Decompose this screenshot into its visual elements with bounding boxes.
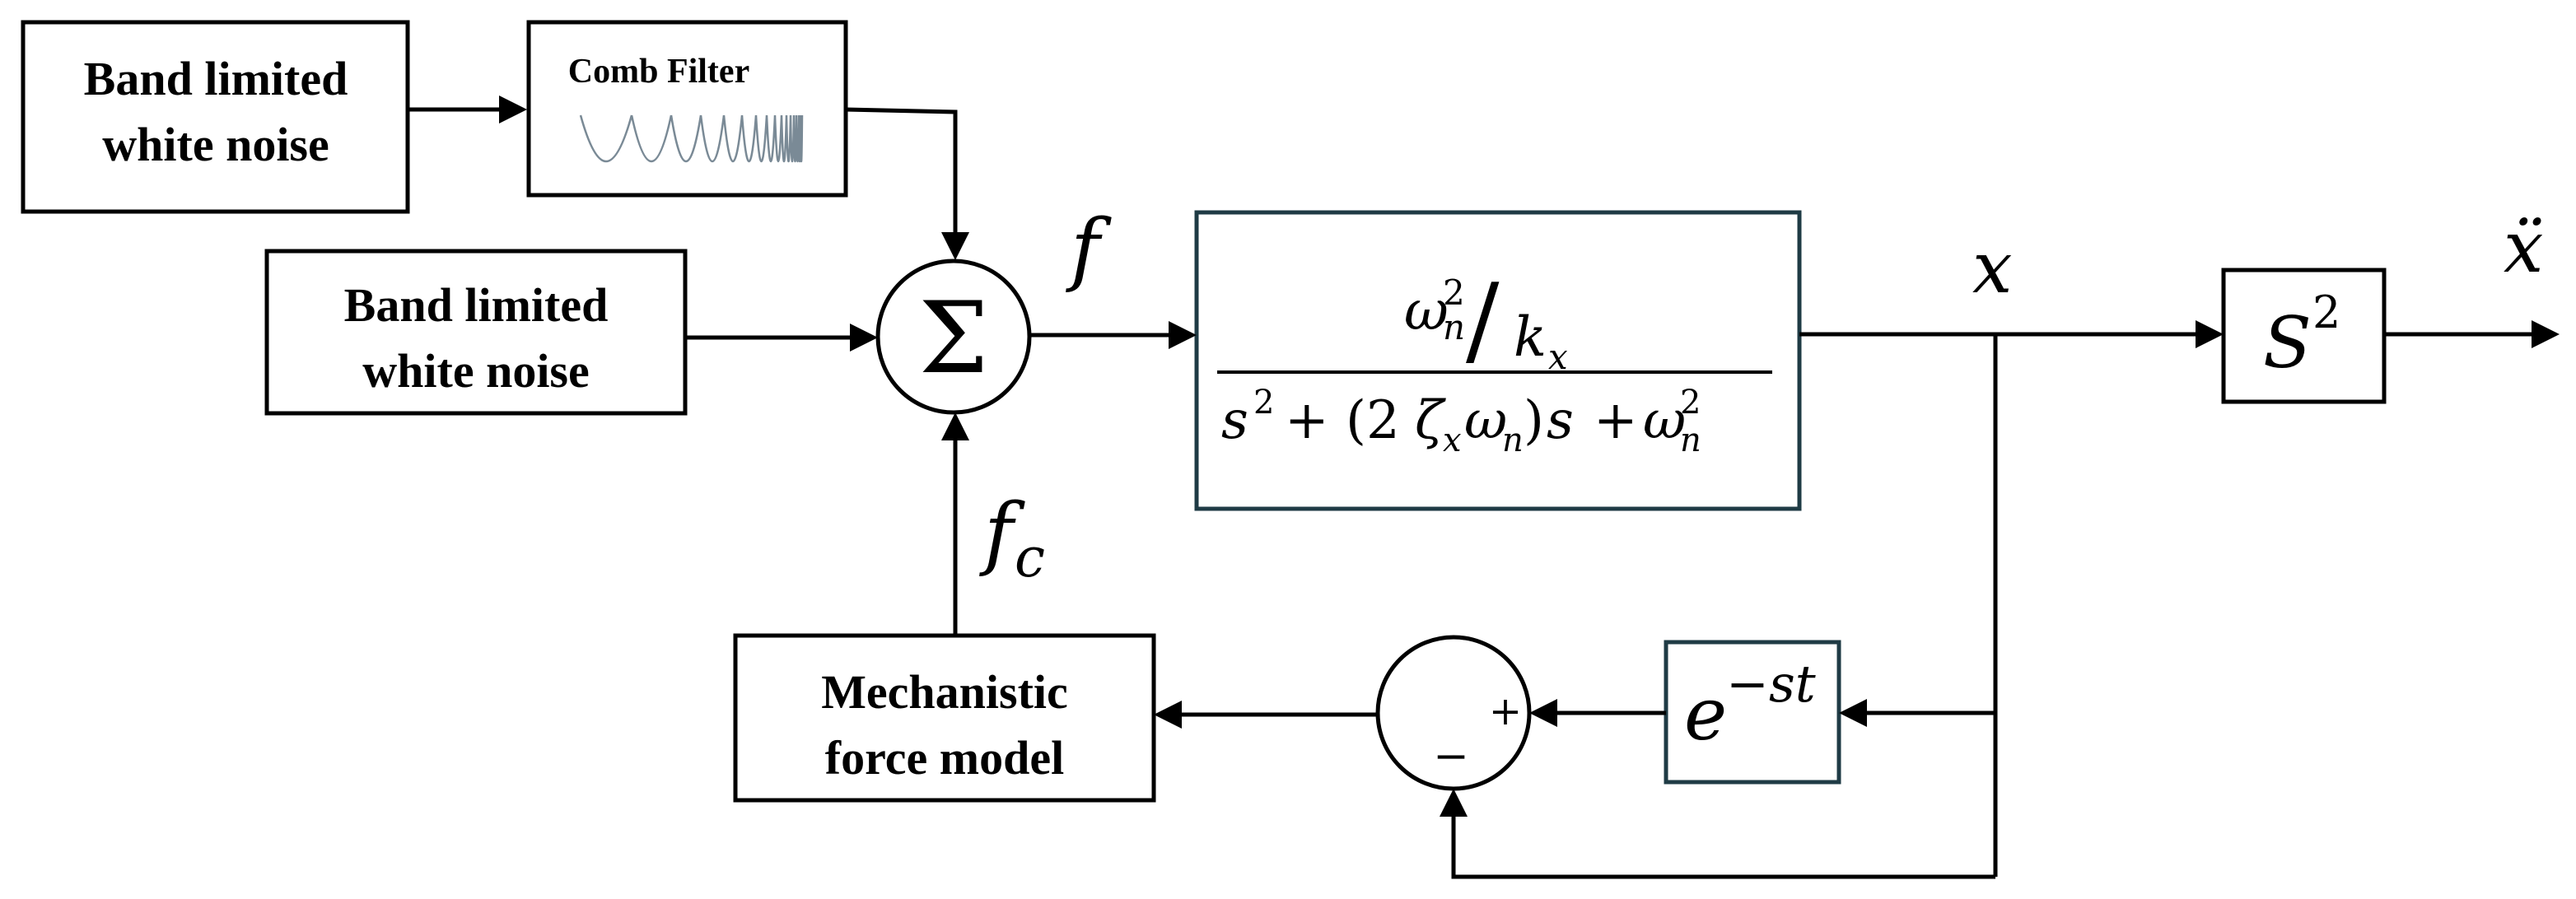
denominator-zeta: ζ: [1415, 390, 1446, 451]
arrow-into-force-model: [1154, 701, 1182, 729]
numerator-omega: ω: [1404, 279, 1449, 342]
delay-exponent: −st: [1726, 654, 1816, 714]
denominator-s2: s: [1547, 390, 1574, 451]
s-squared-base: S: [2263, 302, 2312, 384]
wire-feedback-to-comparator: [1451, 815, 1995, 879]
noise-source-top: Band limited white noise: [21, 20, 410, 214]
arrow-into-comb: [499, 95, 527, 123]
signal-label-x: x: [1972, 227, 2013, 310]
comparator-minus-sign: −: [1433, 732, 1469, 781]
arrow-into-sum-top: [941, 232, 969, 260]
numerator-k-sub: x: [1548, 337, 1568, 377]
denominator-omega2-sup: 2: [1680, 384, 1701, 422]
force-model-block: Mechanistic force model: [733, 633, 1156, 803]
arrow-into-comparator-right: [1529, 699, 1557, 727]
delay-block: e −st: [1664, 640, 1841, 785]
noise-source-middle-line2: white noise: [362, 344, 590, 398]
comparator-junction: + −: [1375, 635, 1532, 791]
denominator-plus: +: [1594, 390, 1638, 451]
numerator-omega-sub: n: [1443, 307, 1465, 347]
comparator-plus-sign: +: [1489, 688, 1522, 734]
force-model-line1: Mechanistic: [821, 665, 1068, 719]
denominator-s-sup: 2: [1253, 384, 1274, 422]
comb-filter-label: Comb Filter: [568, 53, 749, 91]
s-squared-block: S 2: [2221, 268, 2387, 404]
numerator-omega-sup: 2: [1443, 272, 1465, 313]
numerator-k: k: [1514, 305, 1547, 369]
signal-label-x-ddot: ẍ: [2504, 207, 2544, 289]
noise-source-middle-line1: Band limited: [344, 278, 609, 332]
denominator-omega: ω: [1464, 390, 1507, 451]
signal-label-f: f: [1066, 203, 1112, 295]
signal-wires: [408, 95, 2560, 879]
arrow-output: [2532, 320, 2560, 348]
delay-base: e: [1684, 672, 1727, 757]
denominator-omega2: ω: [1643, 390, 1686, 451]
numerator-slash: /: [1466, 263, 1500, 378]
arrow-into-sum-bottom: [941, 412, 969, 440]
plant-transfer-function: ω 2 n / k x s 2 + (2 ζ x ω n ) s + ω 2 n: [1194, 210, 1802, 511]
denominator-omega2-sub: n: [1680, 422, 1701, 459]
s-squared-sup: 2: [2312, 286, 2340, 338]
comb-filter-response-icon: [579, 114, 804, 163]
denominator-zeta-sub: x: [1443, 422, 1462, 459]
denominator-omega-sub: n: [1502, 422, 1524, 459]
force-model-line2: force model: [825, 731, 1064, 785]
signal-label-fc-sub: c: [1015, 526, 1045, 589]
arrow-into-comparator-bottom: [1440, 789, 1468, 817]
noise-source-top-line2: white noise: [102, 118, 329, 171]
summing-junction: Σ: [875, 259, 1032, 415]
sigma-symbol: Σ: [919, 282, 989, 396]
comb-filter-block: Comb Filter: [526, 20, 848, 198]
arrow-into-sum-left: [850, 324, 878, 352]
noise-source-top-line1: Band limited: [84, 52, 348, 105]
wire-comb-to-sum: [845, 107, 958, 235]
arrow-into-plant: [1169, 321, 1197, 349]
noise-source-middle: Band limited white noise: [264, 249, 688, 416]
arrow-into-delay: [1839, 699, 1867, 727]
denominator-s: s: [1221, 390, 1248, 451]
denominator-plus-open: + (2: [1285, 390, 1400, 451]
arrow-into-s2: [2196, 320, 2224, 348]
denominator-close: ): [1524, 390, 1544, 451]
comb-filter-curve: [579, 114, 804, 163]
